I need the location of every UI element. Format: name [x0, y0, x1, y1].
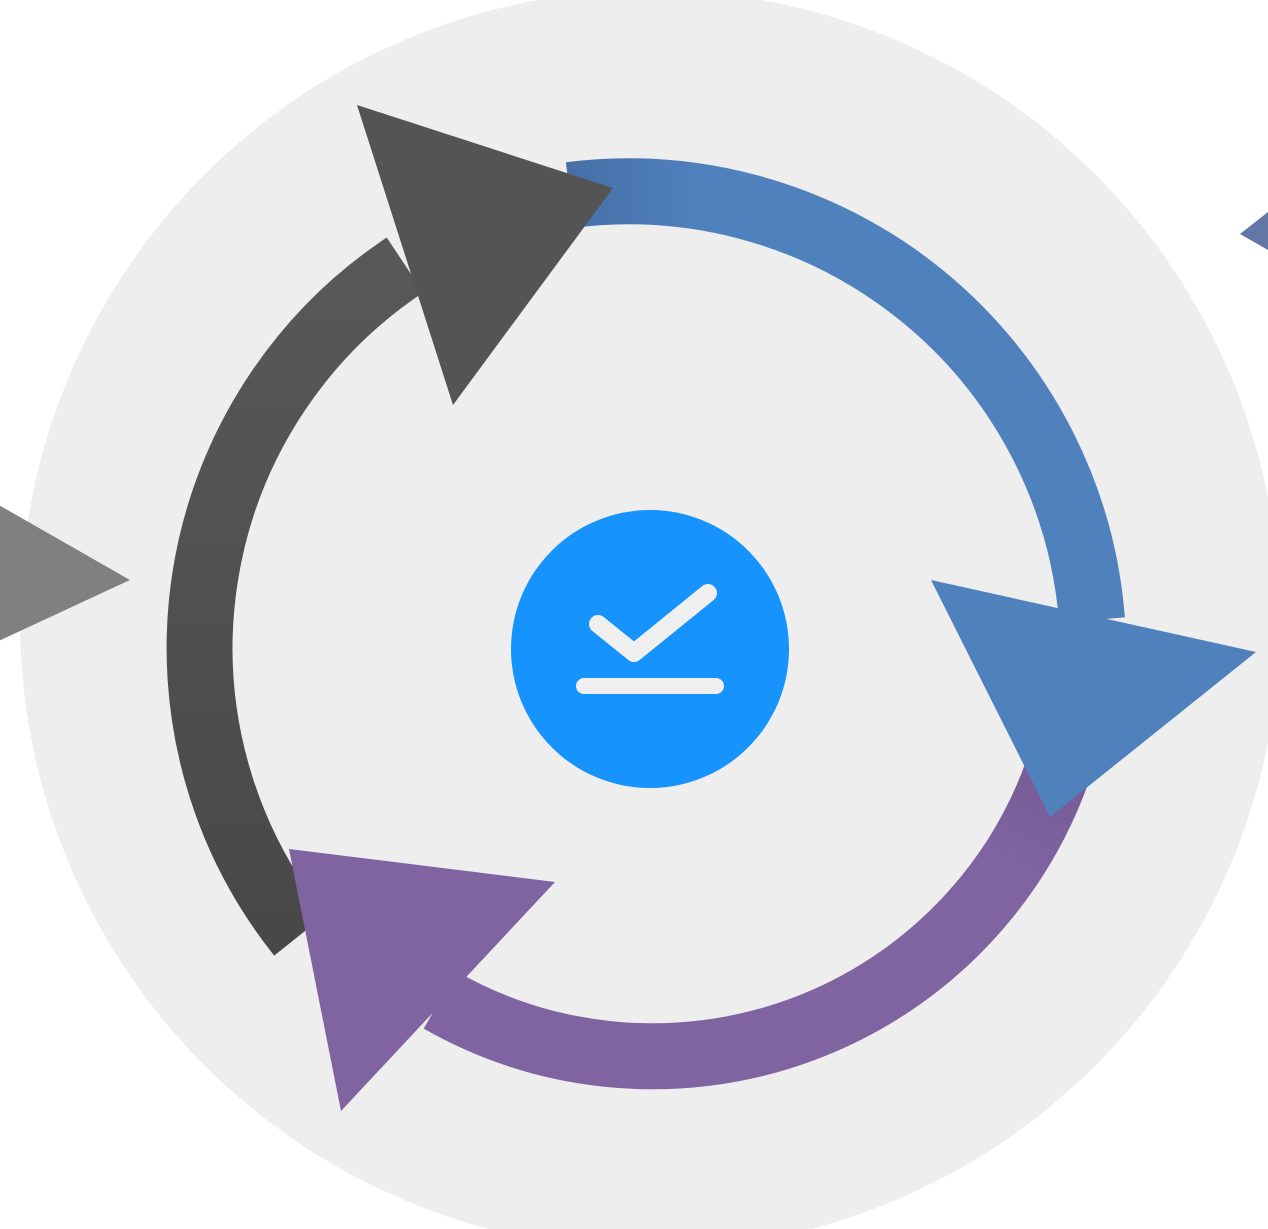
arrowhead-dark: [357, 105, 613, 405]
right-pointer-arrow: [1240, 212, 1268, 250]
left-pointer-arrow: [0, 505, 130, 641]
arrowhead-purple: [289, 849, 555, 1111]
cycle-arc-blue: [565, 158, 1125, 623]
check-mark-shape: [589, 584, 717, 662]
download-check-icon: [576, 584, 724, 694]
cycle-arc-dark: [166, 237, 424, 956]
cycle-arc-purple: [423, 758, 1090, 1090]
center-badge: [511, 510, 789, 788]
arrowhead-blue: [931, 580, 1256, 817]
